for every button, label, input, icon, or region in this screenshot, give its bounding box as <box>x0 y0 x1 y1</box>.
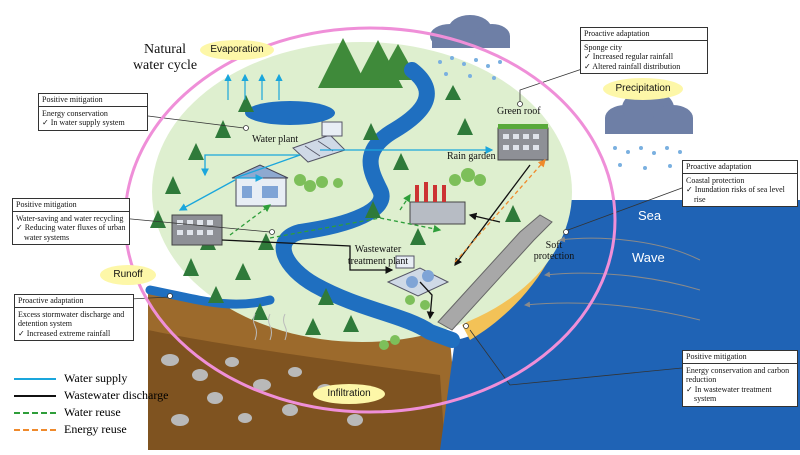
leader-lines <box>109 67 691 386</box>
soil-dark <box>148 330 445 450</box>
callout-sponge-city: Proactive adaptation Sponge city ✓ Incre… <box>580 27 708 74</box>
power-plant <box>409 182 466 225</box>
infiltration-lines <box>253 313 287 341</box>
title-line-2: water cycle <box>132 58 198 73</box>
callout-subtitle: Water-saving and water recycling <box>16 213 124 223</box>
callout-subtitle: Coastal protection <box>686 175 745 185</box>
legend-line <box>14 394 56 397</box>
callout-item: ✓ Altered rainfall distribution <box>584 61 681 71</box>
wastewater-label-line-2: treatment plant <box>347 256 409 267</box>
legend-label: Energy reuse <box>64 422 127 436</box>
callout-carbon-reduction: Positive mitigation Energy conservation … <box>682 350 798 407</box>
wastewater-plant-label: Wastewater treatment plant <box>328 244 428 268</box>
rain-right <box>613 146 682 170</box>
river <box>275 62 460 348</box>
wave-arrows <box>524 236 701 321</box>
callout-water-saving: Positive mitigation Water-saving and wat… <box>12 198 130 245</box>
callout-stormwater: Proactive adaptation Excess stormwater d… <box>14 294 134 341</box>
legend-line <box>14 428 56 431</box>
callout-coastal-protection: Proactive adaptation Coastal protection … <box>682 160 798 207</box>
legend-label: Wastewater discharge <box>64 388 169 402</box>
sea-label: Sea <box>638 208 662 223</box>
sea-wall <box>437 214 553 331</box>
diagram-title: Natural water cycle <box>120 42 210 74</box>
evaporation-oval: Evaporation <box>200 40 274 60</box>
callout-item: ✓ Increased extreme rainfall <box>18 328 111 338</box>
callout-item: ✓ In wastewater treatment system <box>686 384 772 404</box>
green-roof-label: Green roof <box>497 106 541 117</box>
runoff-oval: Runoff <box>100 265 156 285</box>
legend-item-wastewater-discharge: Wastewater discharge <box>14 387 168 404</box>
callout-title: Positive mitigation <box>13 199 129 212</box>
infiltration-oval: Infiltration <box>313 384 385 404</box>
apartment-left <box>171 214 223 246</box>
water-supply-flows <box>178 146 494 211</box>
callout-title: Proactive adaptation <box>581 28 707 41</box>
wave-label: Wave <box>632 250 665 265</box>
legend-line <box>14 377 56 380</box>
legend-line <box>14 411 56 414</box>
rain-top <box>438 56 502 80</box>
callout-item: ✓ Increased regular rainfall <box>584 52 674 61</box>
bushes <box>294 168 486 350</box>
callout-title: Proactive adaptation <box>15 295 133 308</box>
callout-subtitle: Sponge city <box>584 42 622 52</box>
green-roof-building <box>497 124 549 161</box>
wastewater-label-line-1: Wastewater <box>354 244 402 255</box>
soft-protection-label: Soft protection <box>528 240 580 262</box>
water-plant <box>292 121 346 163</box>
legend-item-water-supply: Water supply <box>14 370 168 387</box>
rain-garden-label: Rain garden <box>447 151 496 162</box>
water-reuse-flows <box>229 193 442 239</box>
soft-protection-line-1: Soft <box>545 240 563 251</box>
legend-label: Water reuse <box>64 405 121 419</box>
callout-title: Positive mitigation <box>39 94 147 107</box>
callout-item: ✓ In water supply system <box>42 118 125 127</box>
callout-subtitle: Excess stormwater discharge and detentio… <box>18 309 125 329</box>
legend: Water supply Wastewater discharge Water … <box>14 370 168 438</box>
callout-item: ✓ Inundation risks of sea level rise <box>686 185 785 204</box>
callout-title: Positive mitigation <box>683 351 797 364</box>
callout-subtitle: Energy conservation and carbon reduction <box>686 365 790 385</box>
lake <box>245 101 335 125</box>
legend-item-energy-reuse: Energy reuse <box>14 421 168 438</box>
callout-subtitle: Energy conservation <box>42 108 108 118</box>
evaporation-arrows <box>224 73 283 100</box>
legend-label: Water supply <box>64 371 128 385</box>
title-line-1: Natural <box>144 42 186 57</box>
water-plant-label: Water plant <box>252 134 299 145</box>
legend-item-water-reuse: Water reuse <box>14 404 168 421</box>
soft-protection-line-2: protection <box>533 251 575 262</box>
precipitation-oval: Precipitation <box>603 78 683 100</box>
wastewater-plant <box>386 255 450 297</box>
callout-title: Proactive adaptation <box>683 161 797 174</box>
callout-energy-conservation: Positive mitigation Energy conservation … <box>38 93 148 131</box>
wastewater-flows <box>221 164 531 320</box>
callout-item: ✓ Reducing water fluxes of urban water s… <box>16 223 126 242</box>
cloud-top <box>430 15 510 48</box>
energy-reuse-flows <box>454 159 546 263</box>
